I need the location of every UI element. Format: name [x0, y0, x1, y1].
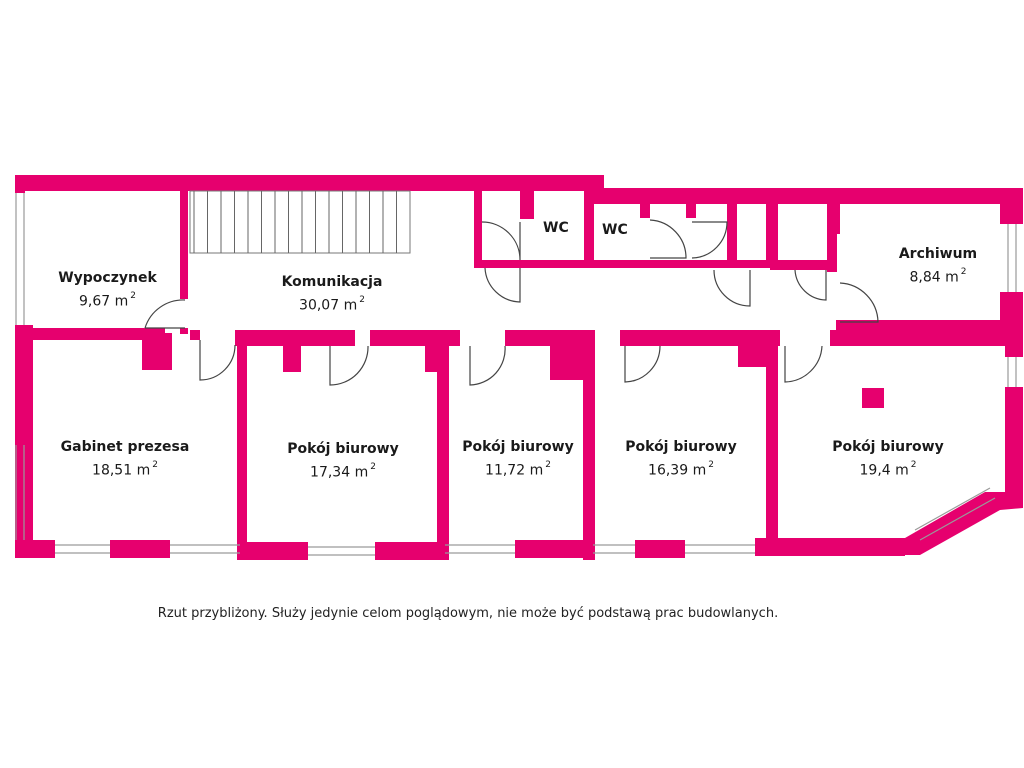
- disclaimer-text: Rzut przybliżony. Służy jedynie celom po…: [157, 606, 779, 621]
- wall: [727, 204, 737, 268]
- wall: [110, 540, 170, 558]
- window-line: [919, 497, 996, 541]
- wall: [1005, 387, 1023, 507]
- door-swing: [469, 345, 506, 386]
- door-swing: [713, 269, 751, 307]
- wall: [830, 330, 1005, 346]
- door-swing: [481, 221, 521, 261]
- door-swing: [784, 345, 823, 383]
- wall: [425, 345, 442, 372]
- wall: [770, 260, 836, 270]
- wall: [190, 330, 200, 340]
- wall: [635, 540, 685, 558]
- room-name: Gabinet prezesa: [60, 439, 190, 455]
- room-name: Archiwum: [898, 246, 978, 262]
- wall: [1005, 325, 1023, 357]
- wall: [15, 540, 55, 558]
- wall: [738, 345, 768, 367]
- door-swing: [329, 345, 369, 386]
- staircase: [189, 190, 411, 254]
- wall: [583, 340, 595, 560]
- wall: [235, 330, 355, 346]
- wall: [836, 320, 1006, 330]
- room-wc-2: WC: [602, 222, 628, 238]
- door-swing: [484, 267, 521, 303]
- wall: [550, 345, 583, 380]
- wall: [1000, 188, 1023, 224]
- wall: [505, 330, 595, 346]
- wall: [15, 175, 25, 193]
- wall: [283, 345, 301, 372]
- wall: [766, 204, 778, 268]
- wall: [437, 340, 449, 560]
- wall: [476, 260, 786, 268]
- door-swing: [144, 299, 186, 329]
- room-name: Pokój biurowy: [832, 439, 944, 455]
- room-name: Pokój biurowy: [287, 441, 399, 457]
- room-name: Wypoczynek: [58, 270, 157, 286]
- wall: [240, 542, 308, 560]
- wall: [15, 325, 33, 541]
- room-name: Komunikacja: [281, 274, 383, 290]
- door-swing: [839, 282, 879, 323]
- wall: [640, 204, 650, 218]
- wall: [25, 328, 165, 340]
- door-swing: [649, 219, 687, 259]
- room-name: Pokój biurowy: [462, 439, 574, 455]
- stairs-outline: [189, 190, 411, 254]
- wall: [597, 188, 1023, 204]
- wall: [755, 538, 905, 556]
- window-line: [914, 487, 991, 531]
- wall: [180, 191, 188, 299]
- wall: [520, 191, 534, 219]
- wall: [180, 328, 188, 334]
- wall: [830, 204, 840, 234]
- wall: [827, 204, 837, 272]
- wall: [474, 191, 482, 268]
- wall-angled: [905, 492, 1023, 555]
- windows: [15, 193, 1017, 556]
- wall: [1000, 292, 1023, 326]
- doors: [144, 219, 879, 386]
- wall: [584, 191, 594, 268]
- wall: [375, 542, 445, 560]
- door-swing: [199, 340, 236, 381]
- wall: [862, 388, 884, 408]
- door-swing: [624, 345, 661, 383]
- wall: [686, 204, 696, 218]
- wall: [766, 340, 778, 540]
- wall: [15, 175, 597, 191]
- door-swing: [794, 269, 827, 301]
- wall: [237, 340, 247, 560]
- walls: [15, 175, 1023, 560]
- wall: [142, 333, 172, 370]
- room-wc-1: WC: [543, 220, 569, 236]
- room-name: Pokój biurowy: [625, 439, 737, 455]
- door-swing: [691, 221, 728, 259]
- wall: [515, 540, 593, 558]
- wall: [620, 330, 780, 346]
